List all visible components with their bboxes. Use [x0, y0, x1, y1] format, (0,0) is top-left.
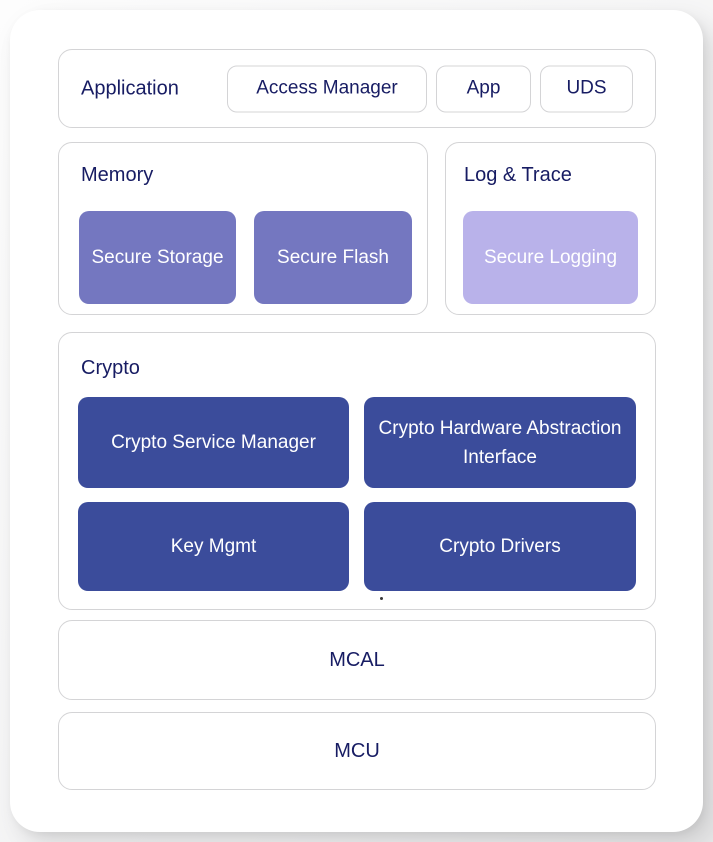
- app-block: App: [436, 65, 531, 112]
- stray-dot: [380, 597, 383, 600]
- mcu-layer: MCU: [58, 712, 656, 790]
- application-components: Access Manager App UDS: [227, 65, 633, 112]
- log-trace-layer-title: Log & Trace: [464, 164, 572, 186]
- log-trace-layer: Log & Trace Secure Logging: [445, 142, 656, 315]
- crypto-layer: Crypto Crypto Service Manager Crypto Har…: [58, 332, 656, 610]
- crypto-service-manager-block: Crypto Service Manager: [78, 397, 349, 488]
- crypto-hardware-abstraction-interface-block: Crypto Hardware Abstraction Interface: [364, 397, 636, 488]
- access-manager-block: Access Manager: [227, 65, 427, 112]
- mcu-layer-title: MCU: [334, 739, 380, 762]
- crypto-layer-title: Crypto: [81, 357, 140, 379]
- secure-storage-block: Secure Storage: [79, 211, 236, 304]
- memory-layer-title: Memory: [81, 164, 154, 186]
- uds-block: UDS: [540, 65, 633, 112]
- secure-flash-block: Secure Flash: [254, 211, 412, 304]
- crypto-drivers-block: Crypto Drivers: [364, 502, 636, 591]
- secure-logging-block: Secure Logging: [463, 211, 638, 304]
- mcal-layer-title: MCAL: [329, 648, 385, 671]
- mcal-layer: MCAL: [58, 620, 656, 700]
- key-mgmt-block: Key Mgmt: [78, 502, 349, 591]
- architecture-diagram-card: Application Access Manager App UDS Memor…: [10, 10, 703, 832]
- application-layer: Application Access Manager App UDS: [58, 49, 656, 128]
- memory-layer: Memory Secure Storage Secure Flash: [58, 142, 428, 315]
- application-layer-title: Application: [81, 77, 179, 99]
